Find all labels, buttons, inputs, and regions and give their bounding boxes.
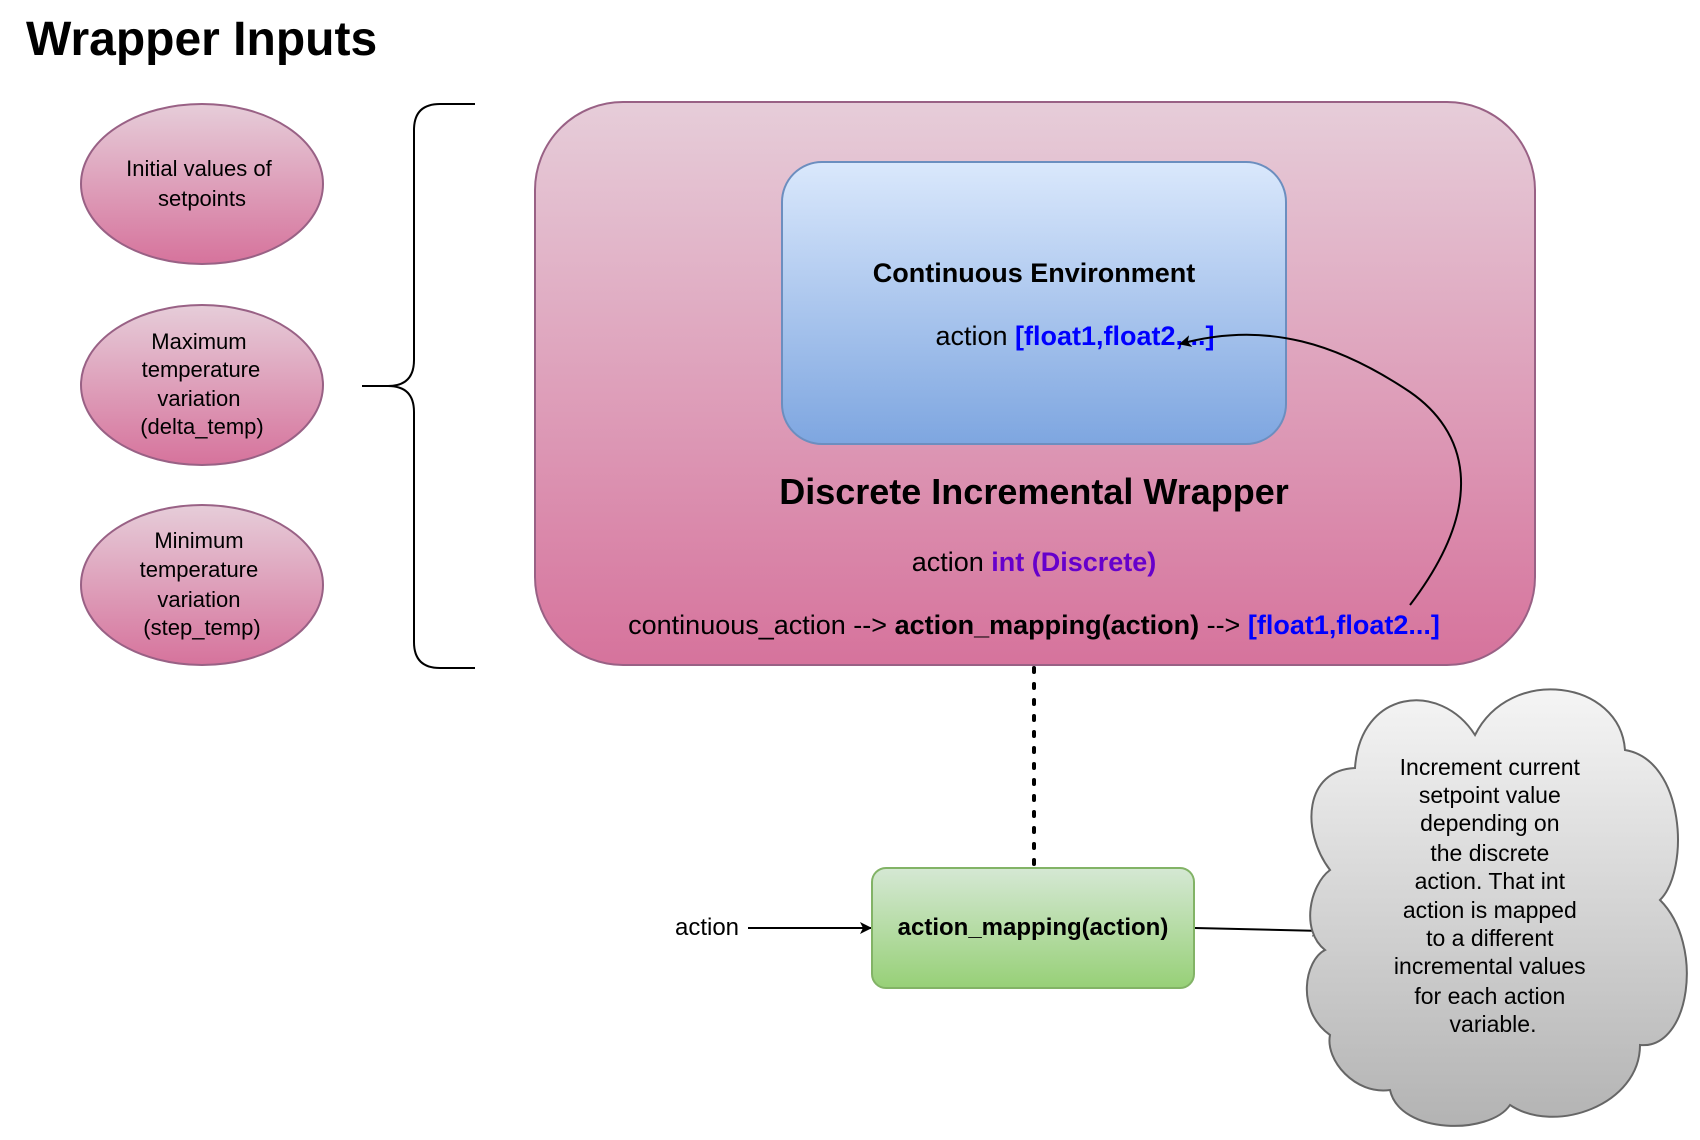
environment-action: action [float1,float2,...] [935,321,1214,351]
svg-text:Maximum temperature: Maximum temperature variation (delta_tem… [140,329,266,439]
mapping-input-label: action [675,914,739,941]
mapping-to-cloud-arrow [1194,924,1324,937]
svg-text:Initial values of setpoi: Initial values of setpoints [126,156,278,211]
svg-text:Minimum temperature: Minimum temperature variation (step_temp… [140,528,265,640]
continuous-environment-box [781,161,1287,445]
action-mapping-label: action_mapping(action) [898,914,1169,941]
inputs-brace [362,103,475,669]
wrapper-title: Discrete Incremental Wrapper [779,471,1289,512]
wrapper-action: action int (Discrete) [912,547,1157,577]
action-mapping-node [871,867,1195,989]
environment-title: Continuous Environment [873,258,1195,288]
input-delta-temp: Maximum temperature variation (delta_tem… [80,304,324,466]
result-to-environment-arrow [1179,333,1462,606]
diagram-title: Wrapper Inputs [26,13,378,66]
input-initial-setpoints: Initial values of setpoints [80,103,324,265]
cloud-text: Increment current setpoint value dependi… [1394,754,1592,1037]
wrapper-mapping: continuous_action --> action_mapping(act… [628,610,1440,640]
input-step-temp: Minimum temperature variation (step_temp… [80,504,324,666]
explanation-cloud [1305,688,1688,1127]
